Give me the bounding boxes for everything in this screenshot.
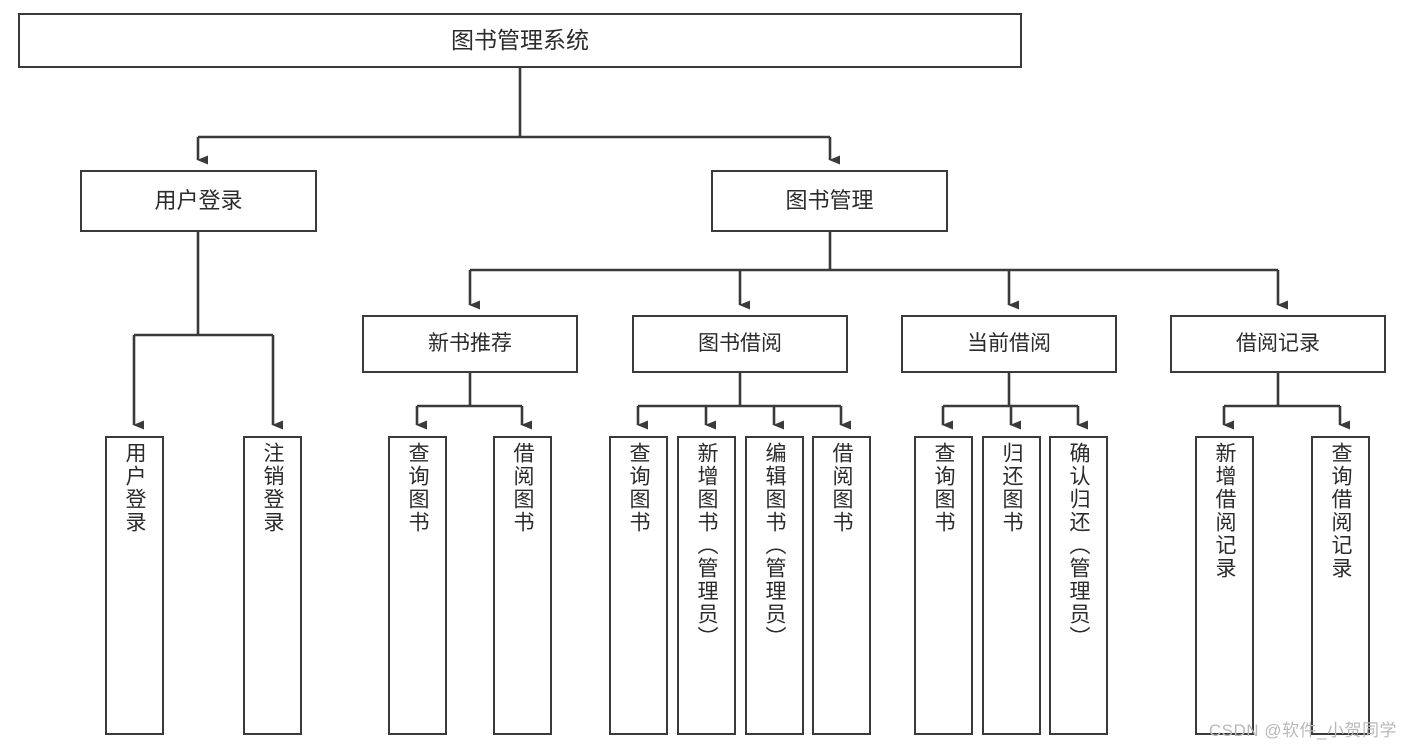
node-label: 借阅图书 <box>830 442 853 534</box>
node-book-borrow[interactable]: 图书借阅 <box>632 315 848 373</box>
leaf-borrow-record-add[interactable]: 新增借阅记录 <box>1195 436 1254 735</box>
leaf-book-borrow-query[interactable]: 查询图书 <box>609 436 668 735</box>
node-label: 借阅记录 <box>1236 332 1320 356</box>
leaf-new-book-query[interactable]: 查询图书 <box>388 436 447 735</box>
node-label: 用户登录 <box>154 187 243 213</box>
node-label: 新书推荐 <box>428 332 512 356</box>
leaf-new-book-borrow[interactable]: 借阅图书 <box>493 436 552 735</box>
node-label: 确认归还（管理员） <box>1067 442 1090 649</box>
node-new-book-recommend[interactable]: 新书推荐 <box>362 315 578 373</box>
node-label: 编辑图书（管理员） <box>763 442 786 649</box>
node-root-system[interactable]: 图书管理系统 <box>18 13 1022 68</box>
node-label: 借阅图书 <box>511 442 534 534</box>
leaf-current-borrow-query[interactable]: 查询图书 <box>914 436 973 735</box>
node-label: 归还图书 <box>1000 442 1023 534</box>
leaf-book-borrow-edit[interactable]: 编辑图书（管理员） <box>745 436 804 735</box>
node-label: 用户登录 <box>123 442 146 534</box>
node-label: 查询图书 <box>627 442 650 534</box>
leaf-borrow-record-query[interactable]: 查询借阅记录 <box>1311 436 1370 735</box>
node-borrow-record[interactable]: 借阅记录 <box>1170 315 1386 373</box>
leaf-user-login-login[interactable]: 用户登录 <box>105 436 164 735</box>
node-label: 查询图书 <box>932 442 955 534</box>
leaf-current-borrow-confirm-return[interactable]: 确认归还（管理员） <box>1049 436 1108 735</box>
node-label: 新增借阅记录 <box>1213 442 1236 580</box>
node-label: 图书管理系统 <box>451 27 589 54</box>
leaf-book-borrow-add[interactable]: 新增图书（管理员） <box>677 436 736 735</box>
watermark: CSDN @软件_小贺同学 <box>1208 721 1397 740</box>
node-label: 图书借阅 <box>698 332 782 356</box>
node-label: 注销登录 <box>261 442 284 534</box>
node-user-login[interactable]: 用户登录 <box>80 170 317 232</box>
leaf-book-borrow-borrow[interactable]: 借阅图书 <box>812 436 871 735</box>
leaf-current-borrow-return[interactable]: 归还图书 <box>982 436 1041 735</box>
node-label: 当前借阅 <box>967 332 1051 356</box>
node-label: 图书管理 <box>785 187 874 213</box>
node-book-management[interactable]: 图书管理 <box>711 170 948 232</box>
leaf-user-login-logout[interactable]: 注销登录 <box>243 436 302 735</box>
node-current-borrow[interactable]: 当前借阅 <box>901 315 1117 373</box>
node-label: 查询借阅记录 <box>1329 442 1352 580</box>
node-label: 新增图书（管理员） <box>695 442 718 649</box>
node-label: 查询图书 <box>406 442 429 534</box>
